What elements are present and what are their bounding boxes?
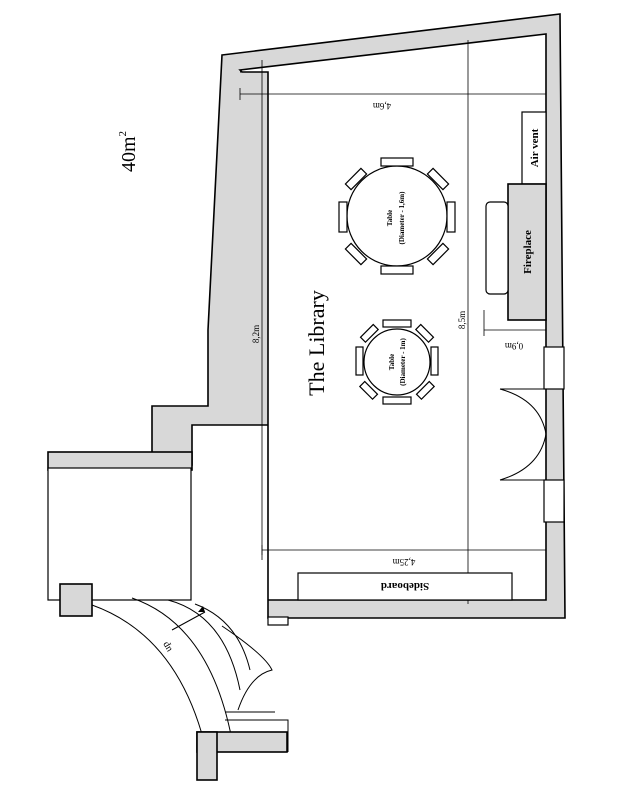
- large-table: [338, 157, 456, 275]
- dimension-lines: [239, 40, 547, 604]
- dim-right-height: 8,5m: [457, 311, 467, 329]
- dim-left-height: 8,2m: [251, 325, 261, 343]
- air-vent: [521, 111, 547, 185]
- room-title: The Library: [304, 290, 329, 396]
- hearth: [485, 201, 509, 295]
- entrance-block: [47, 451, 193, 471]
- dim-fireplace-depth: 0,9m: [505, 341, 523, 351]
- outer-wall: [151, 13, 566, 619]
- entrance-hall: [47, 467, 192, 601]
- large-table-label: Table: [386, 210, 394, 226]
- large-table-note: (Diameter - 1,6m): [398, 191, 406, 245]
- air-vent-label: Air vent: [529, 128, 541, 167]
- doors: [499, 346, 565, 523]
- small-table-label: Table: [388, 354, 396, 370]
- dim-top-width: 4,6m: [373, 101, 391, 111]
- staircase: [91, 597, 289, 781]
- small-table: [355, 319, 439, 405]
- small-table-note: (Diameter - 1m): [399, 337, 407, 385]
- entrance-step: [59, 583, 93, 617]
- area-label: 40m2: [117, 131, 140, 172]
- fireplace-label: Fireplace: [522, 230, 534, 274]
- sideboard: [297, 572, 513, 601]
- dim-bottom-width: 4,25m: [393, 557, 416, 567]
- fireplace: [507, 183, 547, 321]
- sideboard-label: Sideboard: [381, 580, 429, 592]
- stairs-label: up: [160, 640, 175, 654]
